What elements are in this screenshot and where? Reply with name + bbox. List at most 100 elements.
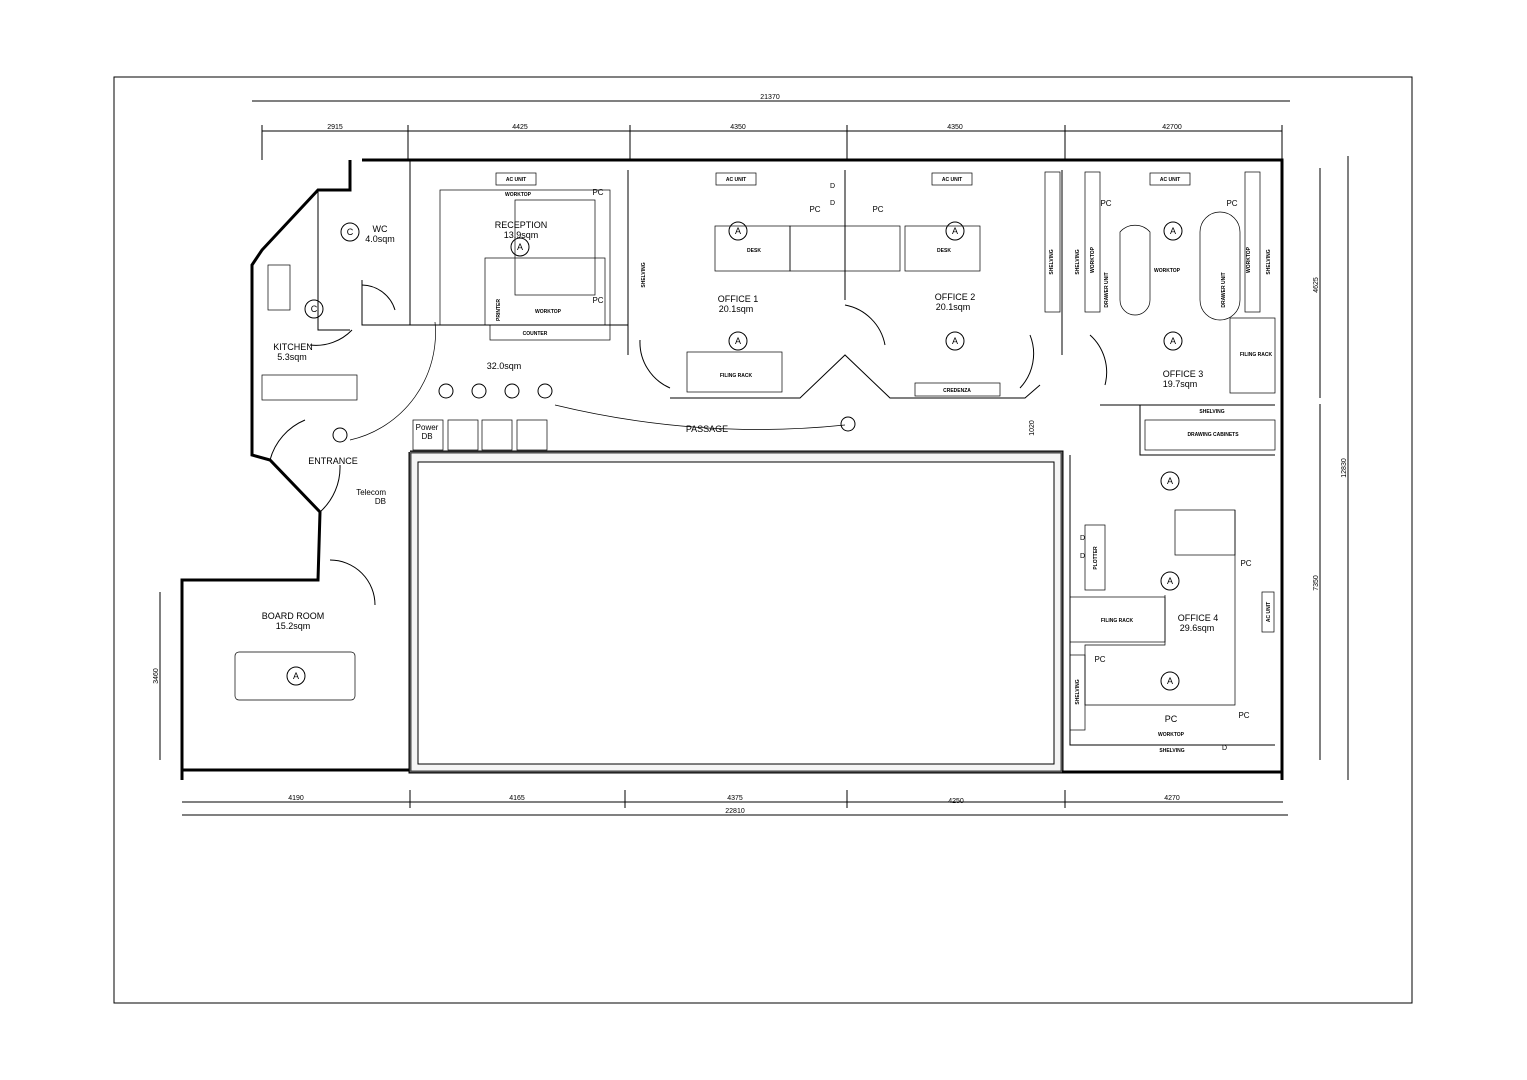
- filing-rack-label: FILING RACK: [1101, 618, 1134, 624]
- dim-right-overall: 12830: [1341, 458, 1348, 478]
- office1-name: OFFICE 1: [718, 294, 759, 304]
- data-point-label: D: [830, 183, 835, 190]
- worktop-label: WORKTOP: [1246, 246, 1252, 273]
- worktop-label: WORKTOP: [1158, 732, 1185, 738]
- pc-label: PC: [1226, 199, 1237, 208]
- dim-passage: 1020: [1029, 420, 1036, 436]
- worktop-label: WORKTOP: [1090, 246, 1096, 273]
- pc-label: PC: [1165, 714, 1178, 724]
- ceiling-label: C: [311, 304, 318, 314]
- ac-unit-label: AC UNIT: [942, 177, 962, 183]
- light-label: A: [1167, 476, 1173, 486]
- dim-top-1: 2915: [327, 124, 343, 131]
- shelving-label: SHELVING: [1266, 249, 1272, 274]
- lobby-area: 32.0sqm: [487, 361, 522, 371]
- telecom-db-label: DB: [375, 497, 386, 506]
- furniture: [234, 171, 1276, 731]
- dim-left-board: 3460: [153, 668, 160, 684]
- pc-label: PC: [1240, 559, 1251, 568]
- filing-rack-label: FILING RACK: [720, 373, 753, 379]
- data-point-label: D: [1080, 553, 1085, 560]
- telecom-db-label: Telecom: [356, 488, 386, 497]
- pc-label: PC: [592, 188, 603, 197]
- shelving-label: SHELVING: [1159, 748, 1184, 754]
- dimension-lines: [159, 100, 1349, 816]
- reception-name: RECEPTION: [495, 220, 548, 230]
- light-label: A: [517, 242, 523, 252]
- worktop-label: WORKTOP: [1154, 268, 1181, 274]
- doors: [269, 284, 1108, 606]
- pc-label: PC: [1238, 711, 1249, 720]
- credenza-label: CREDENZA: [943, 388, 971, 394]
- office4-name: OFFICE 4: [1178, 613, 1219, 623]
- light-label: A: [952, 336, 958, 346]
- pc-label: PC: [872, 205, 883, 214]
- ceiling-label: C: [347, 227, 354, 237]
- office2-area: 20.1sqm: [936, 302, 971, 312]
- office3-name: OFFICE 3: [1163, 369, 1204, 379]
- dim-bottom-2: 4165: [509, 795, 525, 802]
- worktop-label: WORKTOP: [535, 309, 562, 315]
- dim-bottom-1: 4190: [288, 795, 304, 802]
- shelving-label: SHELVING: [641, 262, 647, 287]
- data-point-label: D: [830, 200, 835, 207]
- pc-label: PC: [1094, 655, 1105, 664]
- shelving-label: SHELVING: [1199, 409, 1224, 415]
- wc-name: WC: [373, 224, 388, 234]
- equipment-labels: Power DB Telecom DB AC UNIT AC UNIT AC U…: [356, 177, 1272, 754]
- pc-label: PC: [592, 296, 603, 305]
- light-label: A: [735, 336, 741, 346]
- room-labels: WC 4.0sqm RECEPTION 13.9sqm OFFICE 1 20.…: [262, 220, 1219, 633]
- desk-label: DESK: [747, 248, 761, 254]
- pc-label: PC: [809, 205, 820, 214]
- wc-area: 4.0sqm: [365, 234, 395, 244]
- drawer-unit-label: DRAWER UNIT: [1221, 272, 1227, 307]
- dim-top-5: 42700: [1162, 124, 1182, 131]
- filing-rack-label: FILING RACK: [1240, 352, 1273, 358]
- passage-name: PASSAGE: [686, 424, 728, 434]
- dim-top-2: 4425: [512, 124, 528, 131]
- plotter-label: PLOTTER: [1093, 546, 1099, 570]
- ac-unit-label: AC UNIT: [1160, 177, 1180, 183]
- data-point-label: D: [1080, 535, 1085, 542]
- light-label: A: [1167, 676, 1173, 686]
- counter-label: COUNTER: [523, 331, 548, 337]
- ac-unit-label: AC UNIT: [506, 177, 526, 183]
- dim-top-4: 4350: [947, 124, 963, 131]
- ac-unit-label: AC UNIT: [1266, 602, 1272, 622]
- light-label: A: [735, 226, 741, 236]
- dim-bottom-3: 4375: [727, 795, 743, 802]
- kitchen-area: 5.3sqm: [277, 352, 307, 362]
- office4-area: 29.6sqm: [1180, 623, 1215, 633]
- worktop-label: WORKTOP: [505, 192, 532, 198]
- drawer-unit-label: DRAWER UNIT: [1104, 272, 1110, 307]
- pc-label: PC: [1100, 199, 1111, 208]
- light-label: A: [1170, 336, 1176, 346]
- dim-top-3: 4350: [730, 124, 746, 131]
- dim-bottom-overall: 22810: [725, 808, 745, 815]
- light-fixtures: A A A A A A A A A A A C C: [286, 221, 1183, 691]
- shelving-label: SHELVING: [1075, 679, 1081, 704]
- board-room-name: BOARD ROOM: [262, 611, 325, 621]
- data-point-label: D: [1222, 745, 1227, 752]
- drawing-cabinets-label: DRAWING CABINETS: [1187, 432, 1239, 438]
- desk-label: DESK: [937, 248, 951, 254]
- light-label: A: [952, 226, 958, 236]
- office1-area: 20.1sqm: [719, 304, 754, 314]
- office3-area: 19.7sqm: [1163, 379, 1198, 389]
- sheet-border: [113, 76, 1413, 1004]
- power-db-label: Power: [416, 423, 439, 432]
- kitchen-name: KITCHEN: [273, 342, 313, 352]
- board-room-area: 15.2sqm: [276, 621, 311, 631]
- light-label: A: [293, 671, 299, 681]
- dim-bottom-4: 4250: [948, 798, 964, 805]
- entrance-name: ENTRANCE: [308, 456, 358, 466]
- light-label: A: [1170, 226, 1176, 236]
- dim-right-upper: 4625: [1313, 277, 1320, 293]
- ac-unit-label: AC UNIT: [726, 177, 746, 183]
- shelving-label: SHELVING: [1075, 249, 1081, 274]
- light-label: A: [1167, 576, 1173, 586]
- office2-name: OFFICE 2: [935, 292, 976, 302]
- power-db-label: DB: [421, 432, 432, 441]
- dim-top-overall: 21370: [760, 94, 780, 101]
